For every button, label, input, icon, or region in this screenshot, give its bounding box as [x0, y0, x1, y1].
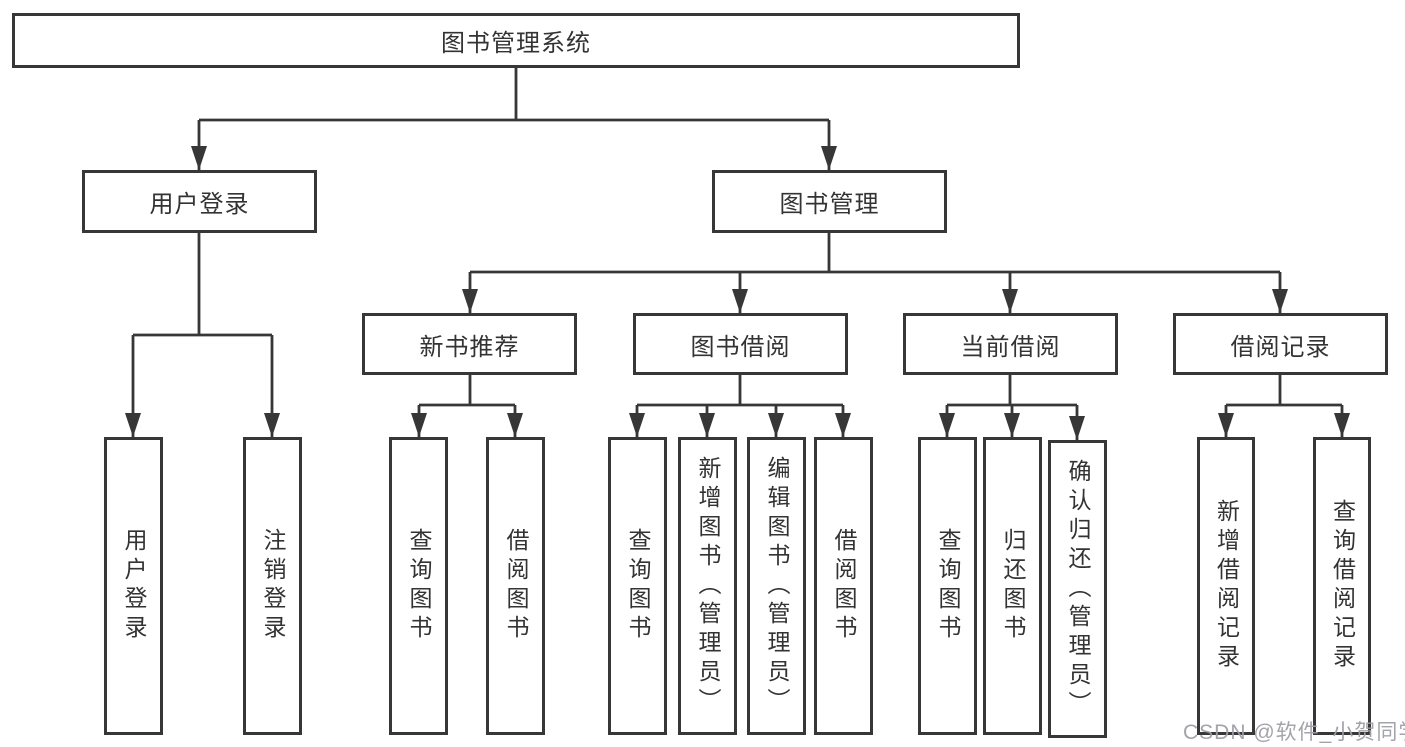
node-label: 新书推荐	[419, 333, 520, 361]
node-new-book-recommendation: 新书推荐	[362, 313, 577, 375]
node-label: 图书借阅	[690, 333, 791, 361]
node-label: 借阅图书	[503, 528, 529, 644]
node-label: 图书管理系统	[441, 30, 591, 57]
node-label: 编辑图书（管理员）	[764, 455, 790, 717]
node-book-management-system: 图书管理系统	[12, 13, 1020, 68]
tree-trunk-lines	[133, 68, 1342, 407]
leaf-query-books-recommend: 查询图书	[389, 437, 448, 735]
leaf-query-borrow-record: 查询借阅记录	[1313, 437, 1371, 735]
node-label: 查询图书	[935, 528, 961, 644]
node-label: 新增图书（管理员）	[695, 455, 721, 717]
node-book-management: 图书管理	[712, 170, 947, 233]
leaf-borrow-books-borrowing: 借阅图书	[814, 437, 873, 735]
leaf-confirm-return-admin: 确认归还（管理员）	[1048, 440, 1107, 738]
node-user-login: 用户登录	[82, 170, 317, 233]
node-label: 当前借阅	[960, 333, 1061, 361]
leaf-add-borrow-record: 新增借阅记录	[1197, 437, 1255, 735]
node-label: 查询图书	[406, 528, 432, 644]
node-label: 归还图书	[1000, 528, 1026, 644]
node-label: 确认归还（管理员）	[1065, 458, 1091, 720]
node-label: 查询借阅记录	[1329, 499, 1356, 673]
node-label: 注销登录	[260, 528, 286, 644]
node-book-borrowing: 图书借阅	[633, 313, 848, 375]
leaf-user-login: 用户登录	[104, 437, 163, 735]
node-borrowing-records: 借阅记录	[1173, 313, 1388, 375]
node-current-borrowing: 当前借阅	[903, 313, 1118, 375]
node-label: 图书管理	[779, 191, 880, 218]
node-label: 借阅记录	[1230, 333, 1331, 361]
node-label: 新增借阅记录	[1213, 499, 1240, 673]
leaf-add-book-admin: 新增图书（管理员）	[678, 437, 737, 735]
node-label: 查询图书	[625, 528, 651, 644]
node-label: 借阅图书	[831, 528, 857, 644]
leaf-borrow-books-recommend: 借阅图书	[486, 437, 545, 735]
csdn-watermark: CSDN @软件_小贺同学	[1183, 721, 1405, 744]
leaf-edit-book-admin: 编辑图书（管理员）	[747, 437, 806, 735]
leaf-query-books-current: 查询图书	[918, 437, 977, 735]
node-label: 用户登录	[121, 528, 147, 644]
leaf-return-book: 归还图书	[983, 437, 1042, 735]
leaf-query-books-borrowing: 查询图书	[608, 437, 667, 735]
node-label: 用户登录	[149, 191, 250, 218]
leaf-logout: 注销登录	[243, 437, 302, 735]
